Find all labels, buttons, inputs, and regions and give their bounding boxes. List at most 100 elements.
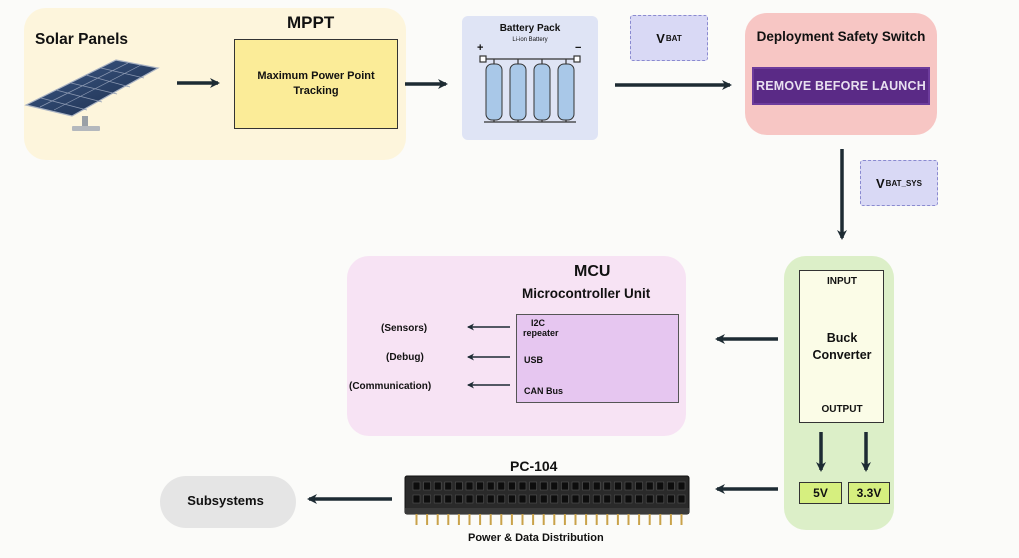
pc104-caption: Power & Data Distribution xyxy=(468,532,604,544)
pc104-socket-hole xyxy=(656,494,665,504)
debug-label: (Debug) xyxy=(386,352,424,363)
buck-output-label: OUTPUT xyxy=(821,404,863,415)
pc104-pin xyxy=(426,514,429,525)
pc104-socket-hole xyxy=(677,494,686,504)
pc104-socket-hole xyxy=(645,481,654,491)
pc104-pin xyxy=(680,514,683,525)
pc104-socket-hole xyxy=(667,494,675,504)
pc104-socket-hole xyxy=(656,481,665,491)
pc104-socket-hole xyxy=(518,481,527,491)
pc104-socket-hole xyxy=(550,481,559,491)
buck-converter-box xyxy=(799,270,884,423)
solar-panel-icon xyxy=(24,59,160,131)
pc104-socket-hole xyxy=(571,481,580,491)
pc104-socket-hole xyxy=(539,494,548,504)
mcu-box xyxy=(516,314,679,403)
solar-title: Solar Panels xyxy=(35,31,129,48)
pc104-socket-hole xyxy=(603,494,612,504)
pc104-socket-hole xyxy=(539,481,548,491)
pc104-pin xyxy=(542,514,545,525)
pc104-pin xyxy=(648,514,651,525)
pc104-pin xyxy=(436,514,439,525)
pc104-socket-hole xyxy=(529,494,537,504)
pc104-pin xyxy=(563,514,566,525)
mcu-title: MCU xyxy=(574,263,611,280)
pc104-socket-hole xyxy=(677,481,686,491)
pc104-socket-hole xyxy=(433,481,442,491)
pc104-socket-hole xyxy=(476,481,484,491)
switch-title: Deployment Safety Switch xyxy=(756,29,926,44)
pc104-title: PC-104 xyxy=(510,458,558,474)
output-5v-badge: 5V xyxy=(799,482,842,504)
pc104-socket-hole xyxy=(476,494,484,504)
pc104-socket-hole xyxy=(465,494,474,504)
pc104-socket-hole xyxy=(508,481,516,491)
vbat-sys-label-main: V xyxy=(876,175,885,191)
subsystems-label: Subsystems xyxy=(187,493,264,508)
pc104-pin xyxy=(606,514,609,525)
mppt-box: Maximum Power Point Tracking xyxy=(234,39,398,129)
pc104-pin xyxy=(585,514,588,525)
vbat-label-main: V xyxy=(656,30,665,46)
pc104-pin xyxy=(595,514,598,525)
pc104-socket-hole xyxy=(455,481,463,491)
port-i2c: I2C repeater xyxy=(523,318,559,338)
pc104-pin xyxy=(532,514,535,525)
pc104-socket-hole xyxy=(423,481,431,491)
battery-minus: − xyxy=(575,42,582,54)
battery-panel xyxy=(462,16,598,140)
pc104-socket-hole xyxy=(603,481,612,491)
port-can: CAN Bus xyxy=(524,386,564,396)
vbat-label-sub: BAT xyxy=(665,33,682,43)
pc104-pin xyxy=(627,514,630,525)
pc104-pin xyxy=(479,514,482,525)
pc104-socket-hole xyxy=(614,481,622,491)
pc104-socket-hole xyxy=(582,481,590,491)
pc104-socket-hole xyxy=(423,494,431,504)
pc104-socket-hole xyxy=(667,481,675,491)
pc104-socket-hole xyxy=(529,481,537,491)
buck-title: Buck Converter xyxy=(812,331,872,362)
battery-cells-icon xyxy=(479,55,581,123)
pc104-socket-hole xyxy=(486,481,495,491)
pc104-socket-hole xyxy=(571,494,580,504)
vbat-sys-label-sub: BAT_SYS xyxy=(885,178,922,188)
mppt-box-label: Maximum Power Point Tracking xyxy=(257,70,375,97)
pc104-pin xyxy=(500,514,503,525)
output-3v3-badge: 3.3V xyxy=(848,482,890,504)
pc104-socket-hole xyxy=(592,481,601,491)
remove-before-launch-tag: REMOVE BEFORE LAUNCH xyxy=(752,67,930,105)
pc104-socket-hole xyxy=(444,481,453,491)
port-usb: USB xyxy=(524,355,544,365)
pc104-pin xyxy=(669,514,672,525)
pc104-pin xyxy=(468,514,471,525)
pc104-pin xyxy=(659,514,662,525)
sensors-label: (Sensors) xyxy=(381,323,428,334)
pc104-socket-hole xyxy=(465,481,474,491)
pc104-socket-hole xyxy=(497,494,506,504)
pc104-socket-hole xyxy=(635,494,643,504)
subsystems-node xyxy=(160,476,296,528)
pc104-socket-hole xyxy=(592,494,601,504)
pc104-socket-hole xyxy=(645,494,654,504)
pc104-socket-hole xyxy=(433,494,442,504)
pc104-socket-hole xyxy=(518,494,527,504)
pc104-pin xyxy=(638,514,641,525)
battery-subtitle: Li-ion Battery xyxy=(512,37,548,43)
pc104-connector-icon xyxy=(404,475,690,525)
pc104-socket-hole xyxy=(561,481,569,491)
pc104-socket-hole xyxy=(412,481,421,491)
pc104-socket-hole xyxy=(550,494,559,504)
pc104-socket-hole xyxy=(624,481,633,491)
mcu-subtitle: Microcontroller Unit xyxy=(522,286,651,301)
pc104-pin xyxy=(415,514,418,525)
pc104-socket-hole xyxy=(497,481,506,491)
pc104-socket-hole xyxy=(582,494,590,504)
pc104-socket-hole xyxy=(444,494,453,504)
pc104-pin xyxy=(489,514,492,525)
pc104-socket-hole xyxy=(561,494,569,504)
pc104-pin xyxy=(574,514,577,525)
port-i2c-label: I2C repeater xyxy=(523,318,559,338)
buck-input-label: INPUT xyxy=(827,276,857,287)
